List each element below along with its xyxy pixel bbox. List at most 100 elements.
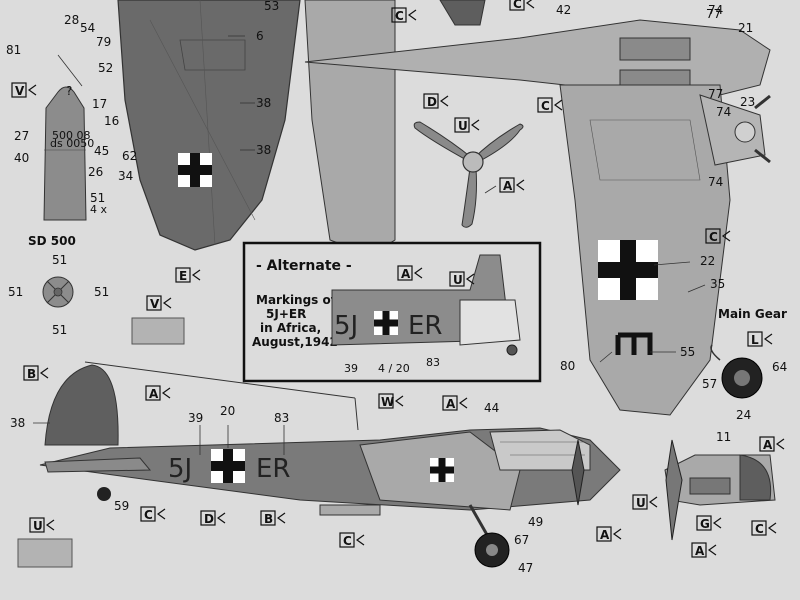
part-num-label: 64 <box>772 360 787 374</box>
bomb-tail-view <box>42 276 74 308</box>
nose-view <box>664 439 776 541</box>
code-tag: W <box>381 395 394 409</box>
code-tag: A <box>401 267 411 281</box>
part-num-label: 49 <box>528 515 543 529</box>
code-tag: D <box>204 512 214 526</box>
bomb-stencil-1: 500 08 <box>52 129 91 142</box>
part-num-label: ? <box>66 84 72 98</box>
part-num-label: 4 x <box>90 203 107 216</box>
part-num-label: 20 <box>220 404 235 418</box>
leader-lines <box>33 35 706 455</box>
part-num-label: 47 <box>518 561 533 575</box>
part-num-label: 80 <box>560 359 575 373</box>
part-num-label: 22 <box>700 254 715 268</box>
part-num-label: 51 <box>8 285 23 299</box>
code-tag: U <box>636 496 646 510</box>
propeller <box>413 121 524 228</box>
part-num-label: 51 <box>52 253 67 267</box>
side-reg-left: 5J <box>168 454 192 484</box>
code-tag: C <box>395 9 404 23</box>
code-tag: U <box>33 519 43 533</box>
part-num-label: 55 <box>680 345 695 359</box>
alt-caption-2: 5J+ER <box>266 307 306 321</box>
main-gear-title: Main Gear <box>718 307 787 321</box>
part-num-label: 26 <box>88 165 103 179</box>
side-reg-right: ER <box>256 454 291 484</box>
side-balkenkreuz <box>211 449 245 483</box>
alternate-title: - Alternate - <box>256 258 352 274</box>
code-tag: G <box>700 517 710 531</box>
part-num-label: 81 <box>6 43 21 57</box>
part-num-label: 42 <box>556 3 571 17</box>
nacelle-balkenkreuz <box>430 458 454 482</box>
left-wing-view <box>117 0 301 251</box>
code-tag: A <box>149 387 159 401</box>
part-num-label: 24 <box>736 408 751 422</box>
bomb-title: SD 500 <box>28 234 76 248</box>
part-num-label: 39 <box>188 411 203 425</box>
part-num-label: 11 <box>716 430 731 444</box>
part-num-label: 40 <box>14 151 29 165</box>
code-tag: C <box>343 534 352 548</box>
alternate-box: - Alternate - Markings of 5J+ER in Afric… <box>242 241 542 383</box>
bomb-stencil-2: ds 0050 <box>50 137 94 150</box>
code-tag: V <box>15 84 25 98</box>
code-tag: B <box>27 367 36 381</box>
code-tag: C <box>709 230 718 244</box>
code-tag: E <box>179 269 187 283</box>
part-num-label: 27 <box>14 129 29 143</box>
part-num-label: 4 / 20 <box>378 362 410 375</box>
sd500-bomb: 500 08 ds 0050 SD 500 <box>28 86 94 248</box>
part-num-label: 79 <box>96 35 111 49</box>
part-num-label: 21 <box>738 21 753 35</box>
part-num-label: 52 <box>98 61 113 75</box>
top-view-aircraft <box>304 0 771 416</box>
part-num-label: 44 <box>484 401 499 415</box>
code-tag: D <box>427 95 437 109</box>
code-tag: A <box>695 544 705 558</box>
part-num-label: 53 <box>264 0 279 13</box>
alt-balkenkreuz <box>374 311 398 335</box>
color-swatch-u <box>17 538 73 568</box>
part-num-label: 28 <box>64 13 79 27</box>
part-num-label: 77 <box>708 87 723 101</box>
part-num-label: 16 <box>104 114 119 128</box>
part-num-label: 59 <box>114 499 129 513</box>
part-num-label: 34 <box>118 169 133 183</box>
alt-caption-3: in Africa, <box>260 321 321 335</box>
decal-code-letters: C C D C U A V E V C A U L B A W A A C D … <box>15 0 773 558</box>
part-num-label: 45 <box>94 144 109 158</box>
code-tag: A <box>503 179 513 193</box>
part-num-label: 17 <box>92 97 107 111</box>
part-num-label: 57 <box>702 377 717 391</box>
part-num-label: 38 <box>256 96 271 110</box>
part-num-label: 51 <box>52 323 67 337</box>
part-num-label: 74 <box>716 105 731 119</box>
code-tag: C <box>513 0 522 11</box>
code-tag: C <box>755 522 764 536</box>
part-num-label: 74 <box>708 175 723 189</box>
code-tag: U <box>453 273 463 287</box>
part-num-label: 23 <box>740 95 755 109</box>
code-tag: A <box>446 397 456 411</box>
alt-caption-1: Markings of <box>256 293 337 307</box>
code-tag: A <box>600 528 610 542</box>
part-num-label: 77 <box>706 7 721 21</box>
part-num-label: 83 <box>274 411 289 425</box>
side-view-aircraft: 5J ER <box>39 361 621 568</box>
wing-balkenkreuz <box>178 153 212 187</box>
main-gear-wheel: Main Gear <box>710 307 787 399</box>
alt-reg-left: 5J <box>334 311 358 341</box>
code-tag: U <box>458 119 468 133</box>
part-num-label: 35 <box>710 277 725 291</box>
code-tag: C <box>144 508 153 522</box>
alt-reg-right: ER <box>408 311 443 341</box>
part-num-label: 54 <box>80 21 95 35</box>
part-numbers: 28 54 53 79 6 81 ? 52 17 16 38 27 62 45 … <box>6 0 787 575</box>
decal-code-tags <box>11 0 785 558</box>
part-num-label: 38 <box>10 416 25 430</box>
alt-caption-4: August,1942 <box>252 335 338 349</box>
code-tag: A <box>763 438 773 452</box>
code-tag: B <box>264 512 273 526</box>
